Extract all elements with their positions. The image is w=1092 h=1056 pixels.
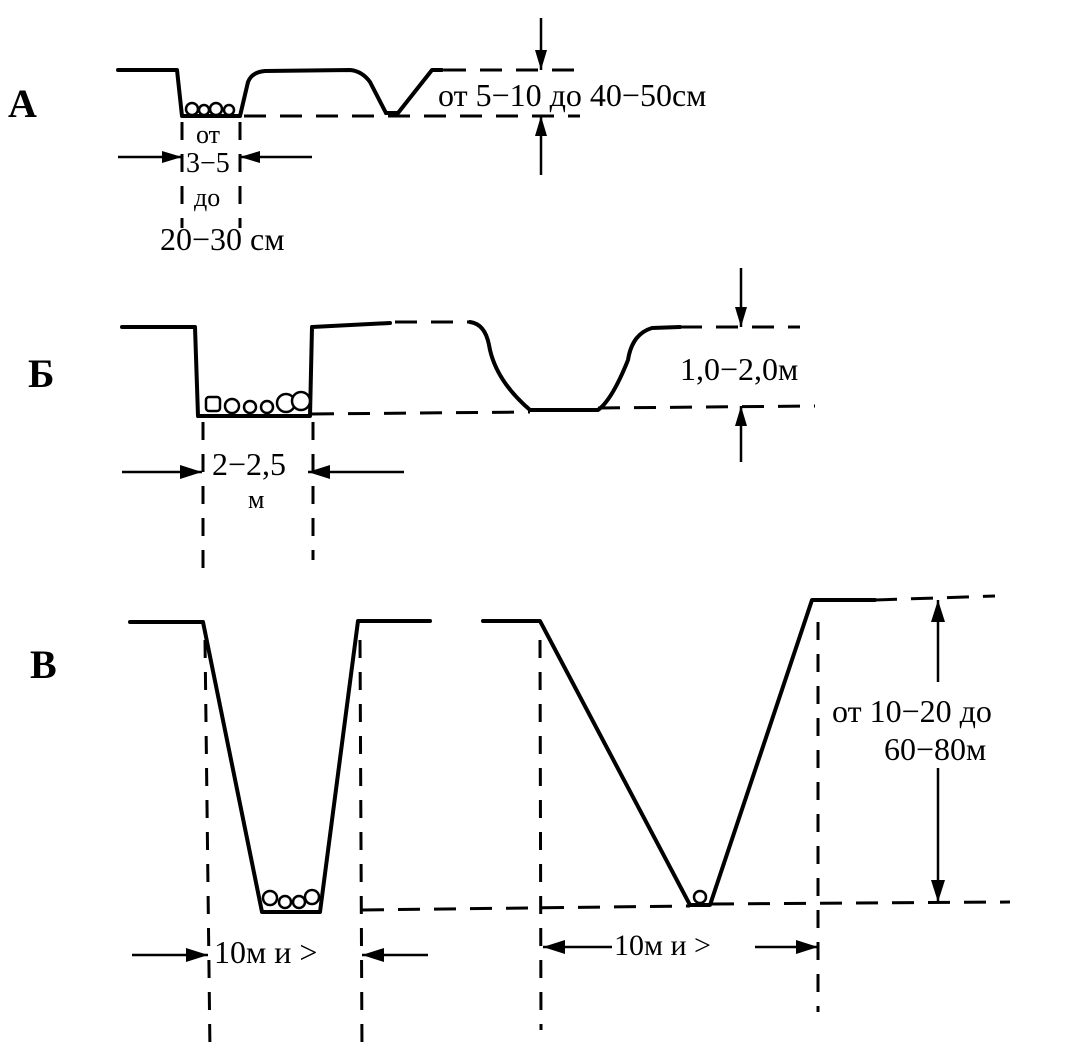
- section-b-depth-text: 1,0−2,0м: [680, 351, 798, 387]
- section-c-base-line: [361, 904, 691, 912]
- section-c-depth-arrowhead-bottom: [931, 880, 945, 902]
- section-c-right-width-arrowhead-left: [543, 940, 565, 954]
- section-a-width-arrowhead-right: [240, 151, 260, 163]
- section-b-width-text-1: 2−2,5: [212, 446, 286, 482]
- section-c-left-width-arrowhead-right: [362, 948, 384, 962]
- section-b-depth-arrowhead-top: [735, 307, 747, 327]
- section-a-width-text-4: 20−30 см: [160, 221, 285, 257]
- section-c-guide-1: [203, 639, 212, 1053]
- section-c-left-gully-profile: [128, 619, 432, 914]
- section-a-width-text-1: от: [196, 120, 220, 149]
- section-a-furrow-profile: [384, 68, 444, 115]
- section-c-left-width-text: 10м и >: [214, 934, 317, 970]
- section-c-base-line-right: [711, 900, 1011, 906]
- section-b-base-line: [311, 410, 531, 416]
- section-c-right-width-arrowhead-right: [796, 940, 818, 954]
- section-b-width-arrowhead-right: [308, 465, 330, 479]
- section-b-base-line-right: [597, 404, 816, 410]
- section-a-depth-text: от 5−10 до 40−50см: [438, 77, 706, 113]
- section-a-depth-arrowhead-bottom: [535, 116, 547, 136]
- section-b-depth-arrowhead-bottom: [735, 406, 747, 426]
- section-c-guide-3: [538, 639, 543, 1031]
- section-c-right-width-text: 10м и >: [614, 929, 711, 962]
- section-c-pebbles-left: [261, 888, 321, 910]
- section-b-width-text-2: м: [248, 485, 264, 514]
- section-b-width-arrowhead-left: [180, 465, 202, 479]
- section-b-label: Б: [28, 351, 54, 396]
- section-a-label: А: [8, 81, 37, 126]
- section-a-depth-arrowhead-top: [535, 50, 547, 70]
- section-b-pebbles: [204, 390, 312, 415]
- section-a-pebbles: [184, 101, 236, 117]
- section-a-width-arrowhead-left: [162, 151, 182, 163]
- section-c-label: В: [30, 642, 57, 687]
- section-c-left-width-arrowhead-left: [186, 948, 208, 962]
- section-a-width-text-2: 3−5: [186, 148, 230, 179]
- section-c-depth-text-1: от 10−20 до: [832, 693, 992, 729]
- section-c-guide-2: [358, 639, 364, 1053]
- section-c-pebbles-right: [692, 889, 708, 905]
- section-b-ravine-profile: [468, 320, 682, 412]
- section-c-depth-arrowhead-top: [931, 600, 945, 622]
- section-c-right-ravine-profile: [481, 598, 877, 907]
- section-a-channel-profile: [116, 68, 388, 118]
- section-c-depth-text-2: 60−80м: [884, 731, 986, 767]
- section-a-width-text-3: до: [194, 183, 220, 212]
- section-b-channel-profile: [120, 321, 392, 418]
- section-c-top-line: [874, 594, 996, 602]
